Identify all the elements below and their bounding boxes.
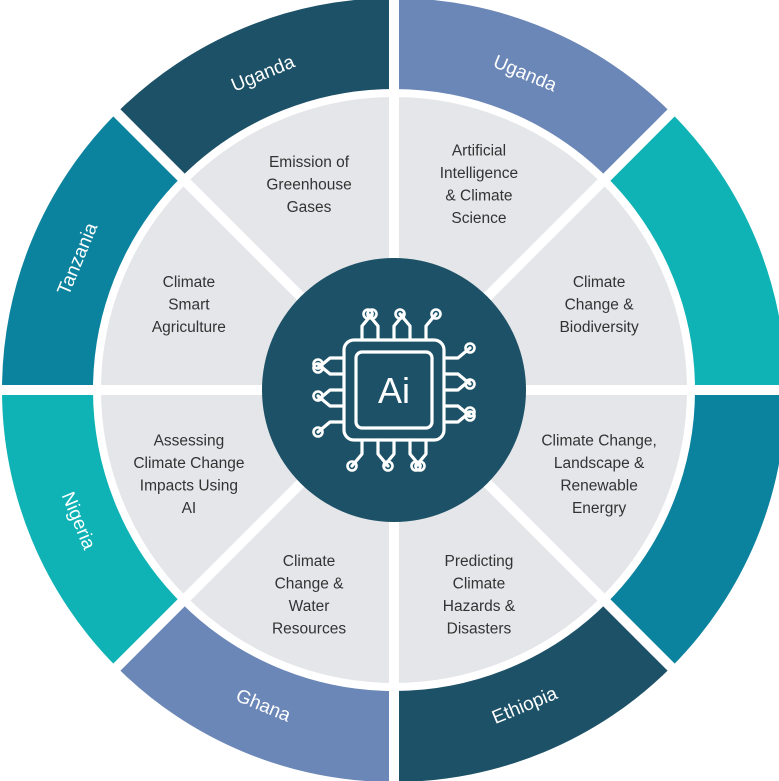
topic-line: Science: [451, 210, 506, 227]
topic-line: Gases: [287, 199, 332, 216]
topic-line: & Climate: [445, 188, 512, 205]
topic-line: Resources: [272, 620, 346, 637]
center-hub: Ai: [262, 258, 526, 522]
topic-line: Assessing: [154, 433, 225, 450]
topic-line: Climate: [283, 553, 336, 570]
outer-segment-1: [394, 0, 672, 180]
segment-separator: [480, 95, 689, 304]
topic-line: Change &: [565, 297, 635, 314]
center-circle: [262, 258, 526, 522]
topic-line: Agriculture: [152, 319, 226, 336]
topic-line: Greenhouse: [266, 176, 351, 193]
topic-line: Predicting: [444, 553, 513, 570]
topic-line: Biodiversity: [559, 319, 638, 336]
outer-segment-4: [394, 600, 672, 781]
outer-segment-5: [116, 600, 394, 781]
center-ai-label: Ai: [378, 370, 410, 411]
ai-chip-icon: [312, 308, 476, 472]
topic-line: Climate: [573, 274, 626, 291]
topic-line: Intelligence: [440, 165, 518, 182]
segment-separator: [99, 95, 308, 304]
topic-line: Water: [289, 598, 330, 615]
topic-line: Impacts Using: [140, 478, 238, 495]
outer-segment-8: [116, 0, 394, 180]
topic-line: Climate: [453, 575, 506, 592]
segment-separator: [99, 476, 308, 685]
topic-line: Change &: [275, 575, 345, 592]
topic-line: Climate Change,: [541, 433, 656, 450]
outer-segment-6: [2, 390, 184, 668]
outer-segment-2: [604, 112, 779, 390]
segment-separator: [480, 476, 689, 685]
outer-segment-3: [604, 390, 779, 668]
topic-label-3: Climate Change, Landscape & RenewableEnerg…: [541, 433, 656, 517]
topic-line: Emission of: [269, 154, 350, 171]
topic-line: Landscape &: [554, 455, 645, 472]
topic-line: Artificial: [452, 143, 506, 160]
ring-separator: [93, 89, 695, 691]
topic-line: Hazards &: [443, 598, 516, 615]
topic-line: Disasters: [447, 620, 512, 637]
topic-line: AI: [182, 500, 197, 517]
topic-line: Climate Change: [133, 455, 244, 472]
outer-segment-7: [2, 112, 184, 390]
topic-line: Smart: [168, 297, 210, 314]
topic-line: Energry: [572, 500, 627, 517]
topic-line: Climate: [163, 274, 216, 291]
topic-line: Renewable: [560, 478, 638, 495]
